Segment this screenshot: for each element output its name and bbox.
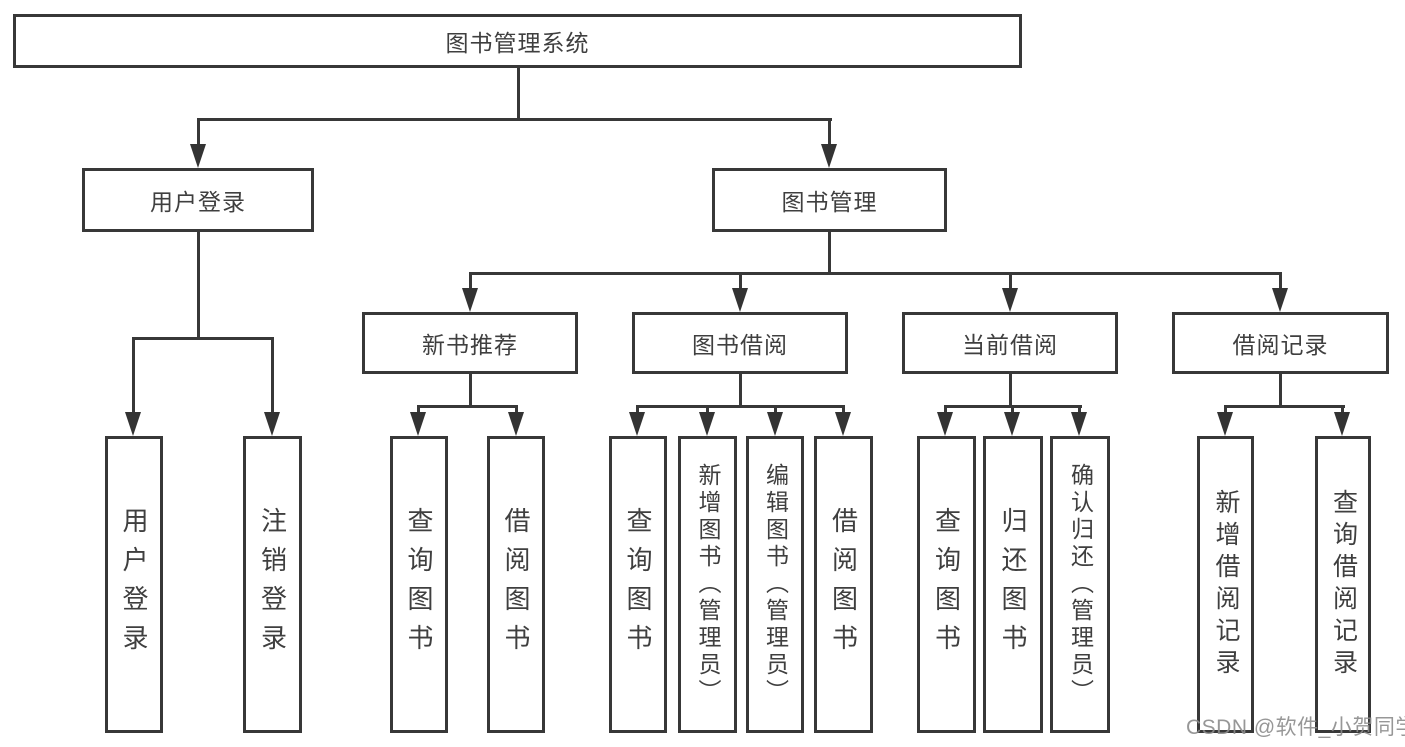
connector-level3-rail <box>469 272 1282 275</box>
arrow-down-icon <box>462 288 478 312</box>
node-label: 图书管理系统 <box>445 30 590 56</box>
leaf-label: 查询图书 <box>623 506 653 663</box>
arrow-down-icon <box>1002 288 1018 312</box>
node-current-borrowing: 当前借阅 <box>902 312 1118 374</box>
arrow-down-icon <box>125 412 141 436</box>
arrow-down-icon <box>629 412 645 436</box>
connector-drop-leaf-user-login <box>132 337 135 412</box>
leaf-label: 用户登录 <box>119 506 149 663</box>
connector-drop <box>417 405 420 417</box>
leaf-query-books-recommend: 查询图书 <box>390 436 448 733</box>
leaf-label: 归还图书 <box>998 506 1028 663</box>
node-label: 用户登录 <box>150 189 246 215</box>
leaf-query-books-borrow: 查询图书 <box>609 436 667 733</box>
leaf-confirm-return-admin: 确认归还（管理员） <box>1050 436 1110 733</box>
connector-drop <box>1011 405 1014 417</box>
leaf-label: 新增图书（管理员） <box>695 463 721 706</box>
connector-drop <box>1078 405 1081 417</box>
node-new-book-recommendation: 新书推荐 <box>362 312 578 374</box>
arrow-down-icon <box>1334 412 1350 436</box>
leaf-label: 查询图书 <box>404 506 434 663</box>
leaf-borrow-books-recommend: 借阅图书 <box>487 436 545 733</box>
leaf-label: 编辑图书（管理员） <box>762 463 789 706</box>
csdn-watermark: CSDN @软件_小贺同学 <box>1186 716 1405 739</box>
arrow-down-icon <box>1272 288 1288 312</box>
node-book-management: 图书管理 <box>712 168 947 232</box>
arrow-down-icon <box>835 412 851 436</box>
leaf-logout: 注销登录 <box>243 436 302 733</box>
connector-user-login-rail <box>133 337 274 340</box>
connector-drop <box>515 405 518 417</box>
connector-book-borrowing-stem <box>739 374 742 405</box>
connector-borrowing-records-stem <box>1279 374 1282 405</box>
connector-drop-user-login <box>197 118 200 148</box>
leaf-label: 借阅图书 <box>501 506 531 663</box>
leaf-borrow-books: 借阅图书 <box>814 436 873 733</box>
connector-borrowing-records-rail <box>1224 405 1345 408</box>
node-label: 当前借阅 <box>962 332 1058 358</box>
node-user-login: 用户登录 <box>82 168 314 232</box>
connector-drop-current-borrowing <box>1009 272 1012 292</box>
node-label: 图书管理 <box>781 189 878 215</box>
leaf-label: 注销登录 <box>257 506 288 663</box>
arrow-down-icon <box>732 288 748 312</box>
leaf-edit-books-admin: 编辑图书（管理员） <box>746 436 804 733</box>
node-borrowing-records: 借阅记录 <box>1172 312 1389 374</box>
connector-drop <box>774 405 777 417</box>
leaf-return-books: 归还图书 <box>983 436 1043 733</box>
arrow-down-icon <box>699 412 715 436</box>
connector-drop <box>842 405 845 417</box>
arrow-down-icon <box>937 412 953 436</box>
connector-drop-book-management <box>828 118 831 148</box>
connector-drop <box>706 405 709 417</box>
arrow-down-icon <box>190 144 206 168</box>
node-root-library-system: 图书管理系统 <box>13 14 1022 68</box>
connector-level2-rail <box>197 118 832 121</box>
connector-drop-new-book <box>469 272 472 292</box>
connector-new-book-stem <box>469 374 472 405</box>
connector-current-borrowing-stem <box>1009 374 1012 405</box>
connector-drop-book-borrowing <box>739 272 742 292</box>
connector-drop <box>1224 405 1227 417</box>
arrow-down-icon <box>1004 412 1020 436</box>
arrow-down-icon <box>410 412 426 436</box>
leaf-label: 新增借阅记录 <box>1212 488 1240 681</box>
arrow-down-icon <box>264 412 280 436</box>
node-book-borrowing: 图书借阅 <box>632 312 848 374</box>
connector-new-book-rail <box>418 405 518 408</box>
leaf-query-books-current: 查询图书 <box>917 436 976 733</box>
connector-drop <box>636 405 639 417</box>
connector-drop-leaf-logout <box>271 337 274 412</box>
connector-drop <box>944 405 947 417</box>
node-label: 借阅记录 <box>1232 332 1329 358</box>
leaf-label: 确认归还（管理员） <box>1067 463 1094 706</box>
leaf-query-borrow-record: 查询借阅记录 <box>1315 436 1371 733</box>
connector-drop-borrowing-records <box>1279 272 1282 292</box>
leaf-add-books-admin: 新增图书（管理员） <box>678 436 737 733</box>
arrow-down-icon <box>1071 412 1087 436</box>
connector-user-login-stem <box>197 232 200 337</box>
leaf-label: 借阅图书 <box>828 506 859 663</box>
leaf-label: 查询图书 <box>931 506 962 663</box>
node-label: 图书借阅 <box>692 332 788 358</box>
node-label: 新书推荐 <box>422 332 518 358</box>
connector-root-stem <box>517 68 520 118</box>
arrow-down-icon <box>1217 412 1233 436</box>
connector-drop <box>1341 405 1344 417</box>
arrow-down-icon <box>821 144 837 168</box>
connector-book-management-stem <box>828 232 831 272</box>
leaf-label: 查询借阅记录 <box>1329 488 1358 681</box>
leaf-add-borrow-record: 新增借阅记录 <box>1197 436 1254 733</box>
arrow-down-icon <box>767 412 783 436</box>
arrow-down-icon <box>508 412 524 436</box>
connector-book-borrowing-rail <box>637 405 845 408</box>
leaf-user-login: 用户登录 <box>105 436 163 733</box>
